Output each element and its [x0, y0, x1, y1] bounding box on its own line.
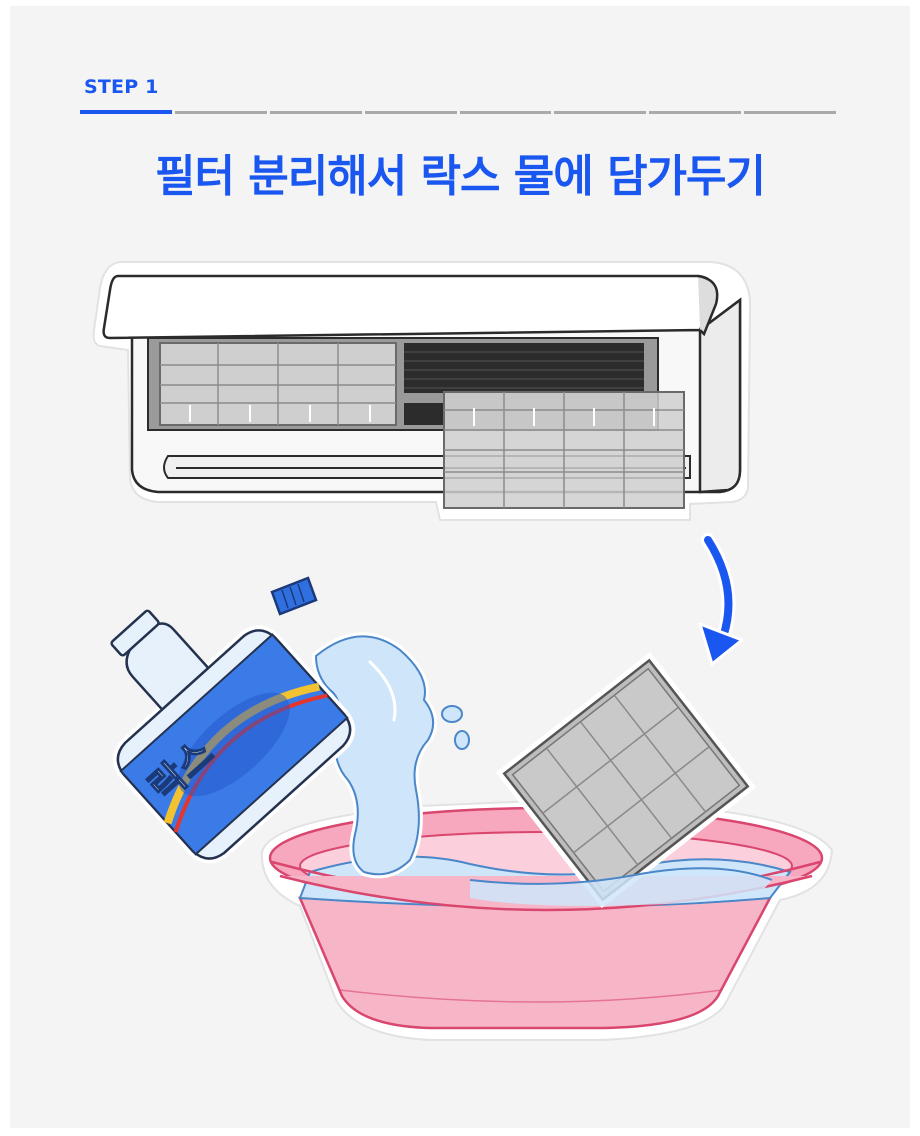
progress-segment-2 — [174, 111, 267, 114]
soaking-filter-illustration — [495, 651, 757, 909]
air-conditioner-illustration — [92, 261, 752, 521]
bleach-bottle-illustration: 락스 — [110, 576, 356, 864]
progress-segment-8 — [744, 111, 836, 114]
progress-segment-3 — [269, 111, 362, 114]
progress-segment-1 — [80, 110, 172, 114]
progress-segment-4 — [364, 111, 457, 114]
bottle-cap-icon — [270, 576, 318, 616]
page-title: 필터 분리해서 락스 물에 담가두기 — [155, 151, 766, 202]
water-surface — [470, 868, 772, 906]
step-progress-bar — [80, 110, 836, 114]
progress-segment-6 — [554, 111, 647, 114]
curved-arrow-down-icon — [698, 533, 744, 666]
progress-segment-7 — [649, 111, 742, 114]
progress-segment-5 — [459, 111, 552, 114]
step-label: STEP 1 — [84, 76, 159, 98]
